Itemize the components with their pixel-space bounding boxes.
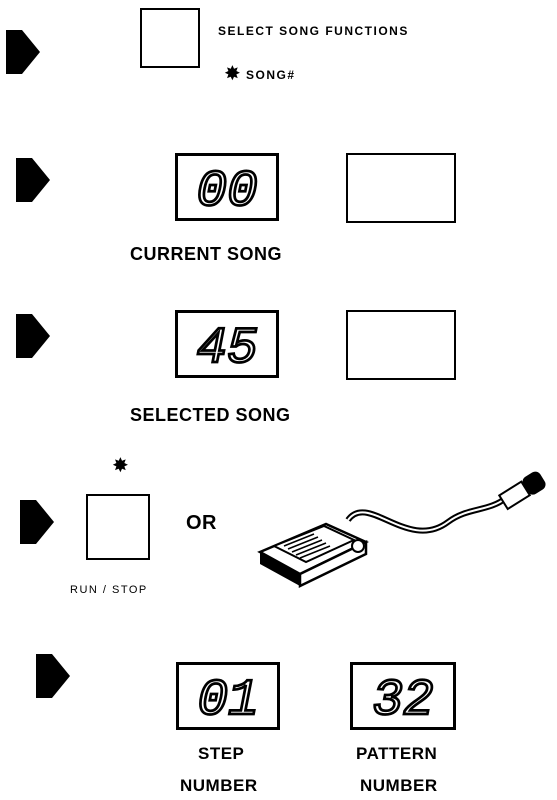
pattern-number-value: 32 [372, 672, 433, 727]
step-5-arrow-icon [36, 646, 72, 706]
song-number-star-icon: ✸ [224, 64, 241, 84]
selected-song-display: 45 [175, 310, 279, 378]
footswitch-icon[interactable] [248, 462, 553, 592]
run-stop-button[interactable] [86, 494, 150, 560]
selected-song-digits: 45 [178, 313, 276, 375]
current-song-digits: 00 [178, 156, 276, 218]
step-number-value: 01 [197, 672, 258, 727]
current-song-value: 00 [196, 163, 257, 218]
current-song-blank-box [346, 153, 456, 223]
run-stop-label: RUN / STOP [70, 584, 148, 596]
pattern-label-line-2: NUMBER [360, 776, 438, 796]
or-label: OR [186, 512, 217, 535]
current-song-display: 00 [175, 153, 279, 221]
pattern-number-display: 32 [350, 662, 456, 730]
pattern-number-digits: 32 [353, 665, 453, 727]
pattern-label-line-1: PATTERN [356, 744, 437, 764]
step-label-line-1: STEP [198, 744, 244, 764]
selected-song-blank-box [346, 310, 456, 380]
step-1-arrow-icon [6, 22, 42, 82]
song-number-label: SONG# [246, 68, 296, 82]
run-stop-star-icon: ✸ [112, 456, 129, 476]
step-3-arrow-icon [16, 306, 52, 366]
step-label-line-2: NUMBER [180, 776, 258, 796]
select-song-function-button[interactable] [140, 8, 200, 68]
selected-song-label: SELECTED SONG [130, 405, 291, 426]
step-number-digits: 01 [179, 665, 277, 727]
step-number-display: 01 [176, 662, 280, 730]
current-song-label: CURRENT SONG [130, 244, 282, 265]
select-song-functions-label: SELECT SONG FUNCTIONS [218, 24, 409, 38]
selected-song-value: 45 [196, 320, 257, 375]
step-2-arrow-icon [16, 150, 52, 210]
step-4-arrow-icon [20, 492, 56, 552]
